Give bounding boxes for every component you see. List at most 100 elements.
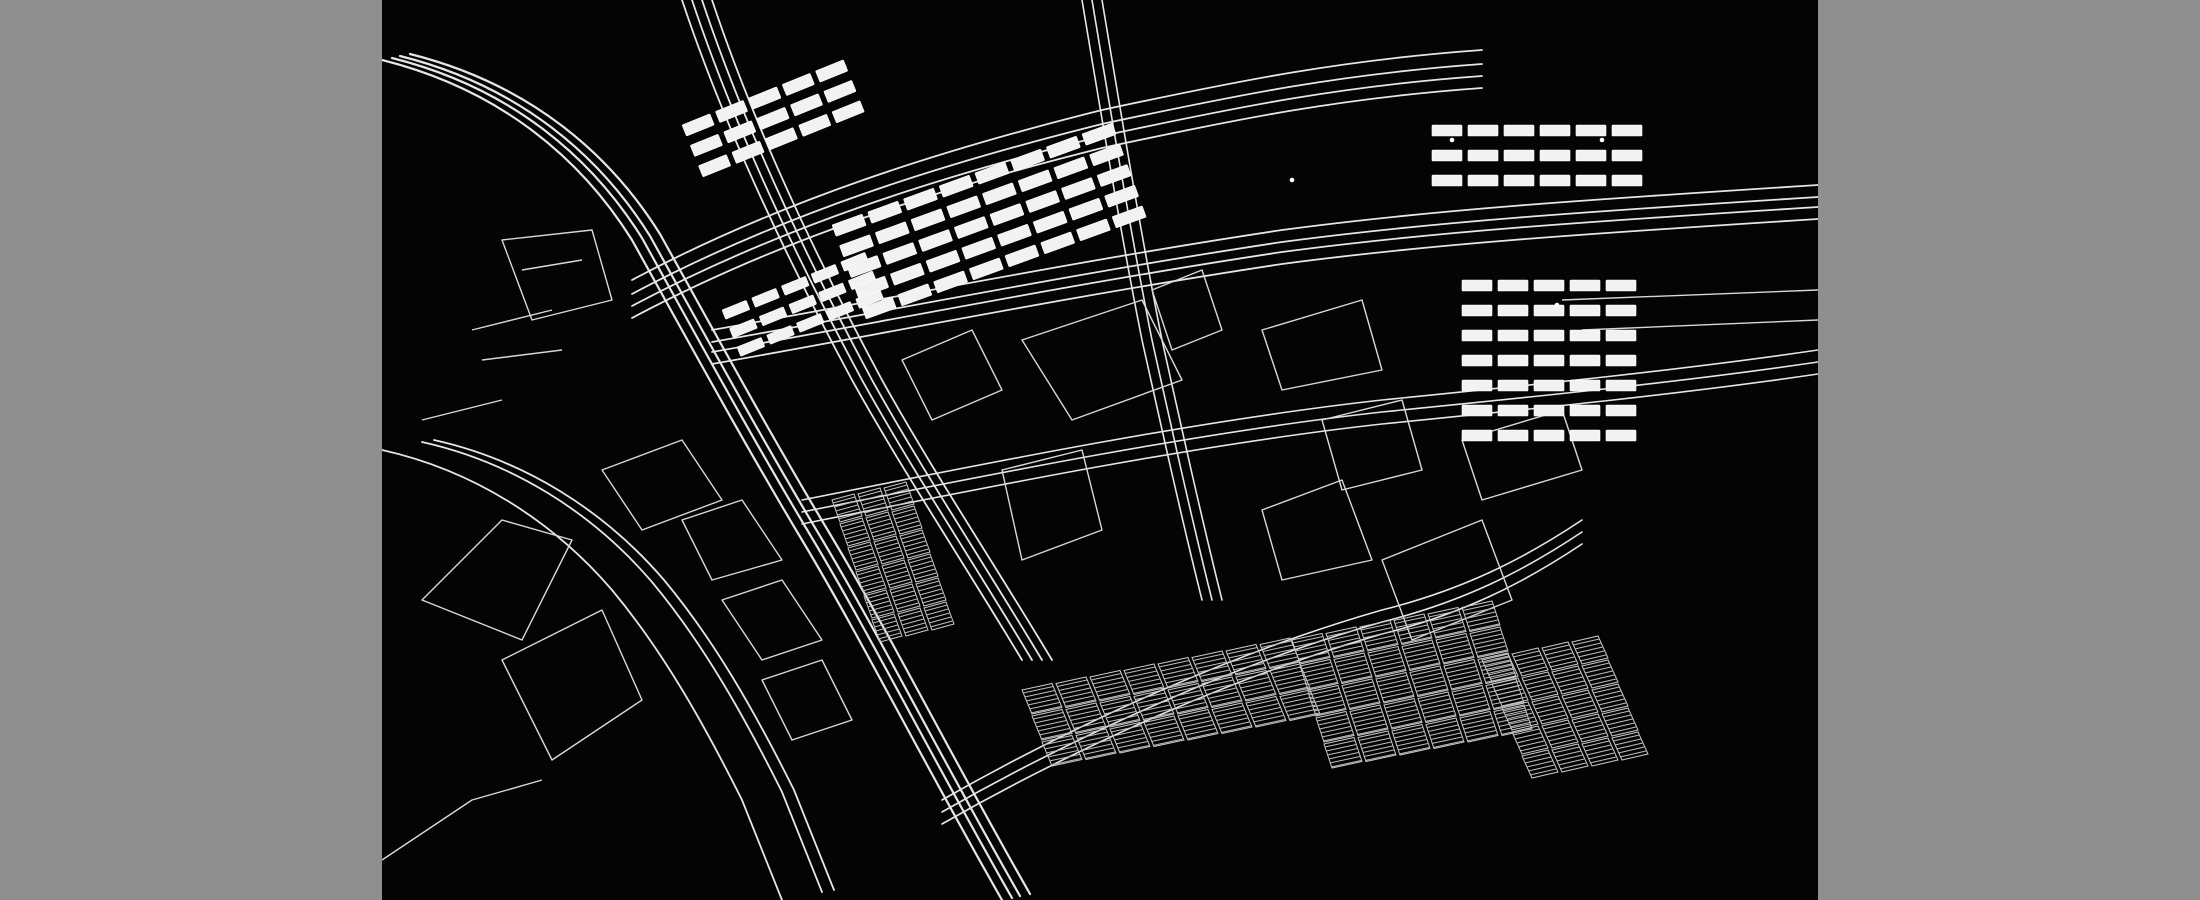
building-cluster-east	[1461, 279, 1637, 442]
hatched-parcel-southeast-stripe	[1476, 649, 1508, 657]
building-cluster-northeast	[1431, 124, 1643, 187]
building	[1112, 205, 1147, 229]
hatched-parcel-west-stripe	[878, 550, 902, 558]
hatched-parcel-southeast	[1315, 710, 1355, 743]
east-road	[1081, 0, 1203, 601]
hatched-parcel-southeast	[1461, 600, 1501, 633]
building	[782, 73, 815, 96]
hatched-parcel-southeast-stripe	[1474, 641, 1505, 649]
hatched-parcel-east-stripe	[1554, 750, 1582, 758]
hatched-parcel-south-stripe	[1183, 724, 1214, 732]
street-block	[501, 229, 613, 321]
building	[722, 300, 750, 320]
hatched-parcel-west-stripe	[878, 632, 901, 640]
hatched-parcel-southeast	[1459, 710, 1499, 743]
hatched-parcel-south-stripe	[1284, 700, 1315, 708]
hatched-parcel-south-stripe	[1095, 685, 1126, 693]
hatched-parcel-southeast-stripe	[1430, 732, 1461, 740]
building	[1605, 404, 1637, 417]
building	[1533, 404, 1565, 417]
hatched-parcel-southeast-stripe	[1426, 720, 1458, 728]
hatched-parcel-south-stripe	[1046, 746, 1077, 754]
building	[1539, 174, 1571, 187]
building	[897, 283, 932, 306]
hatched-parcel-south-stripe	[1067, 705, 1098, 713]
building	[1431, 149, 1463, 162]
hatched-parcel-south-stripe	[1092, 677, 1123, 685]
hatched-parcel-east-stripe	[1526, 682, 1553, 690]
building	[1431, 124, 1463, 137]
building	[1461, 404, 1493, 417]
building	[933, 270, 968, 293]
building	[954, 216, 989, 239]
building	[1467, 149, 1499, 162]
hatched-parcel-southeast-stripe	[1364, 753, 1396, 761]
north-arterial	[631, 87, 1483, 319]
hatched-parcel-south-stripe	[1219, 721, 1250, 729]
hatched-parcel-southeast-stripe	[1394, 616, 1426, 624]
hatched-parcel-southeast-stripe	[1326, 629, 1358, 637]
building	[1104, 185, 1139, 208]
hatched-parcel-southeast-stripe	[1449, 678, 1480, 686]
hatched-parcel-southeast	[1427, 606, 1467, 639]
hatched-parcel-southeast-stripe	[1297, 652, 1328, 660]
hatched-parcel-west-stripe	[850, 548, 873, 556]
hatched-parcel-west-stripe	[868, 604, 892, 612]
hatched-parcel-south-stripe	[1148, 726, 1179, 734]
hatched-parcel-southeast-stripe	[1407, 658, 1438, 666]
building	[1018, 169, 1053, 192]
hatched-parcel-east-stripe	[1579, 732, 1607, 740]
hatched-parcel-south-stripe	[1220, 725, 1251, 733]
hatched-parcel-south-stripe	[1186, 732, 1217, 740]
street-block	[481, 349, 563, 361]
hatched-parcel-southeast-stripe	[1441, 652, 1472, 660]
hatched-parcel-west-stripe	[876, 542, 899, 550]
hatched-parcel-southeast-stripe	[1292, 636, 1324, 644]
building	[839, 234, 874, 257]
hatched-parcel-west-stripe	[911, 564, 934, 572]
hatched-parcel-southeast-stripe	[1353, 715, 1384, 723]
hatched-parcel-south-stripe	[1193, 653, 1224, 661]
hatched-parcel-east-stripe	[1589, 756, 1617, 764]
hatched-parcel-southeast-stripe	[1310, 692, 1341, 700]
building	[715, 100, 748, 123]
building	[682, 113, 715, 137]
hatched-parcel-southeast-stripe	[1318, 718, 1349, 726]
building	[1605, 304, 1637, 317]
hatched-parcel-southeast-stripe	[1455, 696, 1486, 704]
hatched-parcel-west-stripe	[834, 500, 857, 508]
hatched-parcel-west-stripe	[842, 524, 865, 532]
hatched-parcel-southeast-stripe	[1321, 730, 1352, 738]
hatched-parcel-west-stripe	[880, 554, 903, 562]
hatched-parcel-south-stripe	[1285, 704, 1316, 712]
hatched-parcel-southeast-stripe	[1366, 643, 1398, 651]
hatched-parcel-southeast-stripe	[1420, 698, 1451, 706]
hatched-parcel-east-stripe	[1594, 690, 1622, 698]
hatched-parcel-south-stripe	[1160, 664, 1191, 672]
hatched-parcel-east-stripe	[1584, 744, 1612, 752]
hatched-parcel-southeast-stripe	[1380, 687, 1411, 695]
hatched-parcel-west-stripe	[910, 560, 933, 568]
building	[910, 208, 946, 231]
hatched-parcel-southeast-stripe	[1311, 696, 1342, 704]
hatched-parcel-southeast	[1435, 632, 1475, 665]
hatched-parcel-southeast-stripe	[1473, 637, 1504, 645]
hatched-parcel-west-stripe	[877, 546, 900, 554]
hatched-parcel-west-stripe	[906, 548, 929, 556]
building	[1497, 304, 1529, 317]
hatched-parcel-southeast-stripe	[1313, 704, 1344, 712]
building-cluster-northwest	[682, 59, 865, 177]
hatched-parcel-east-stripe	[1586, 670, 1613, 678]
hatched-parcel-south-stripe	[1036, 720, 1067, 728]
river-bank	[382, 449, 783, 900]
hatched-parcel-south-stripe	[1251, 711, 1282, 719]
hatched-parcel-west-stripe	[864, 592, 888, 600]
southeast-road	[941, 543, 1583, 825]
marker-dot	[1599, 137, 1605, 143]
hatched-parcel-east-stripe	[1528, 764, 1555, 772]
hatched-parcel-south-stripe	[1238, 677, 1269, 685]
hatched-parcel-east-stripe	[1553, 746, 1580, 754]
hatched-parcel-southeast-stripe	[1331, 645, 1362, 653]
hatched-parcel-west-stripe	[916, 580, 940, 588]
hatched-parcel-east-stripe	[1503, 704, 1530, 712]
